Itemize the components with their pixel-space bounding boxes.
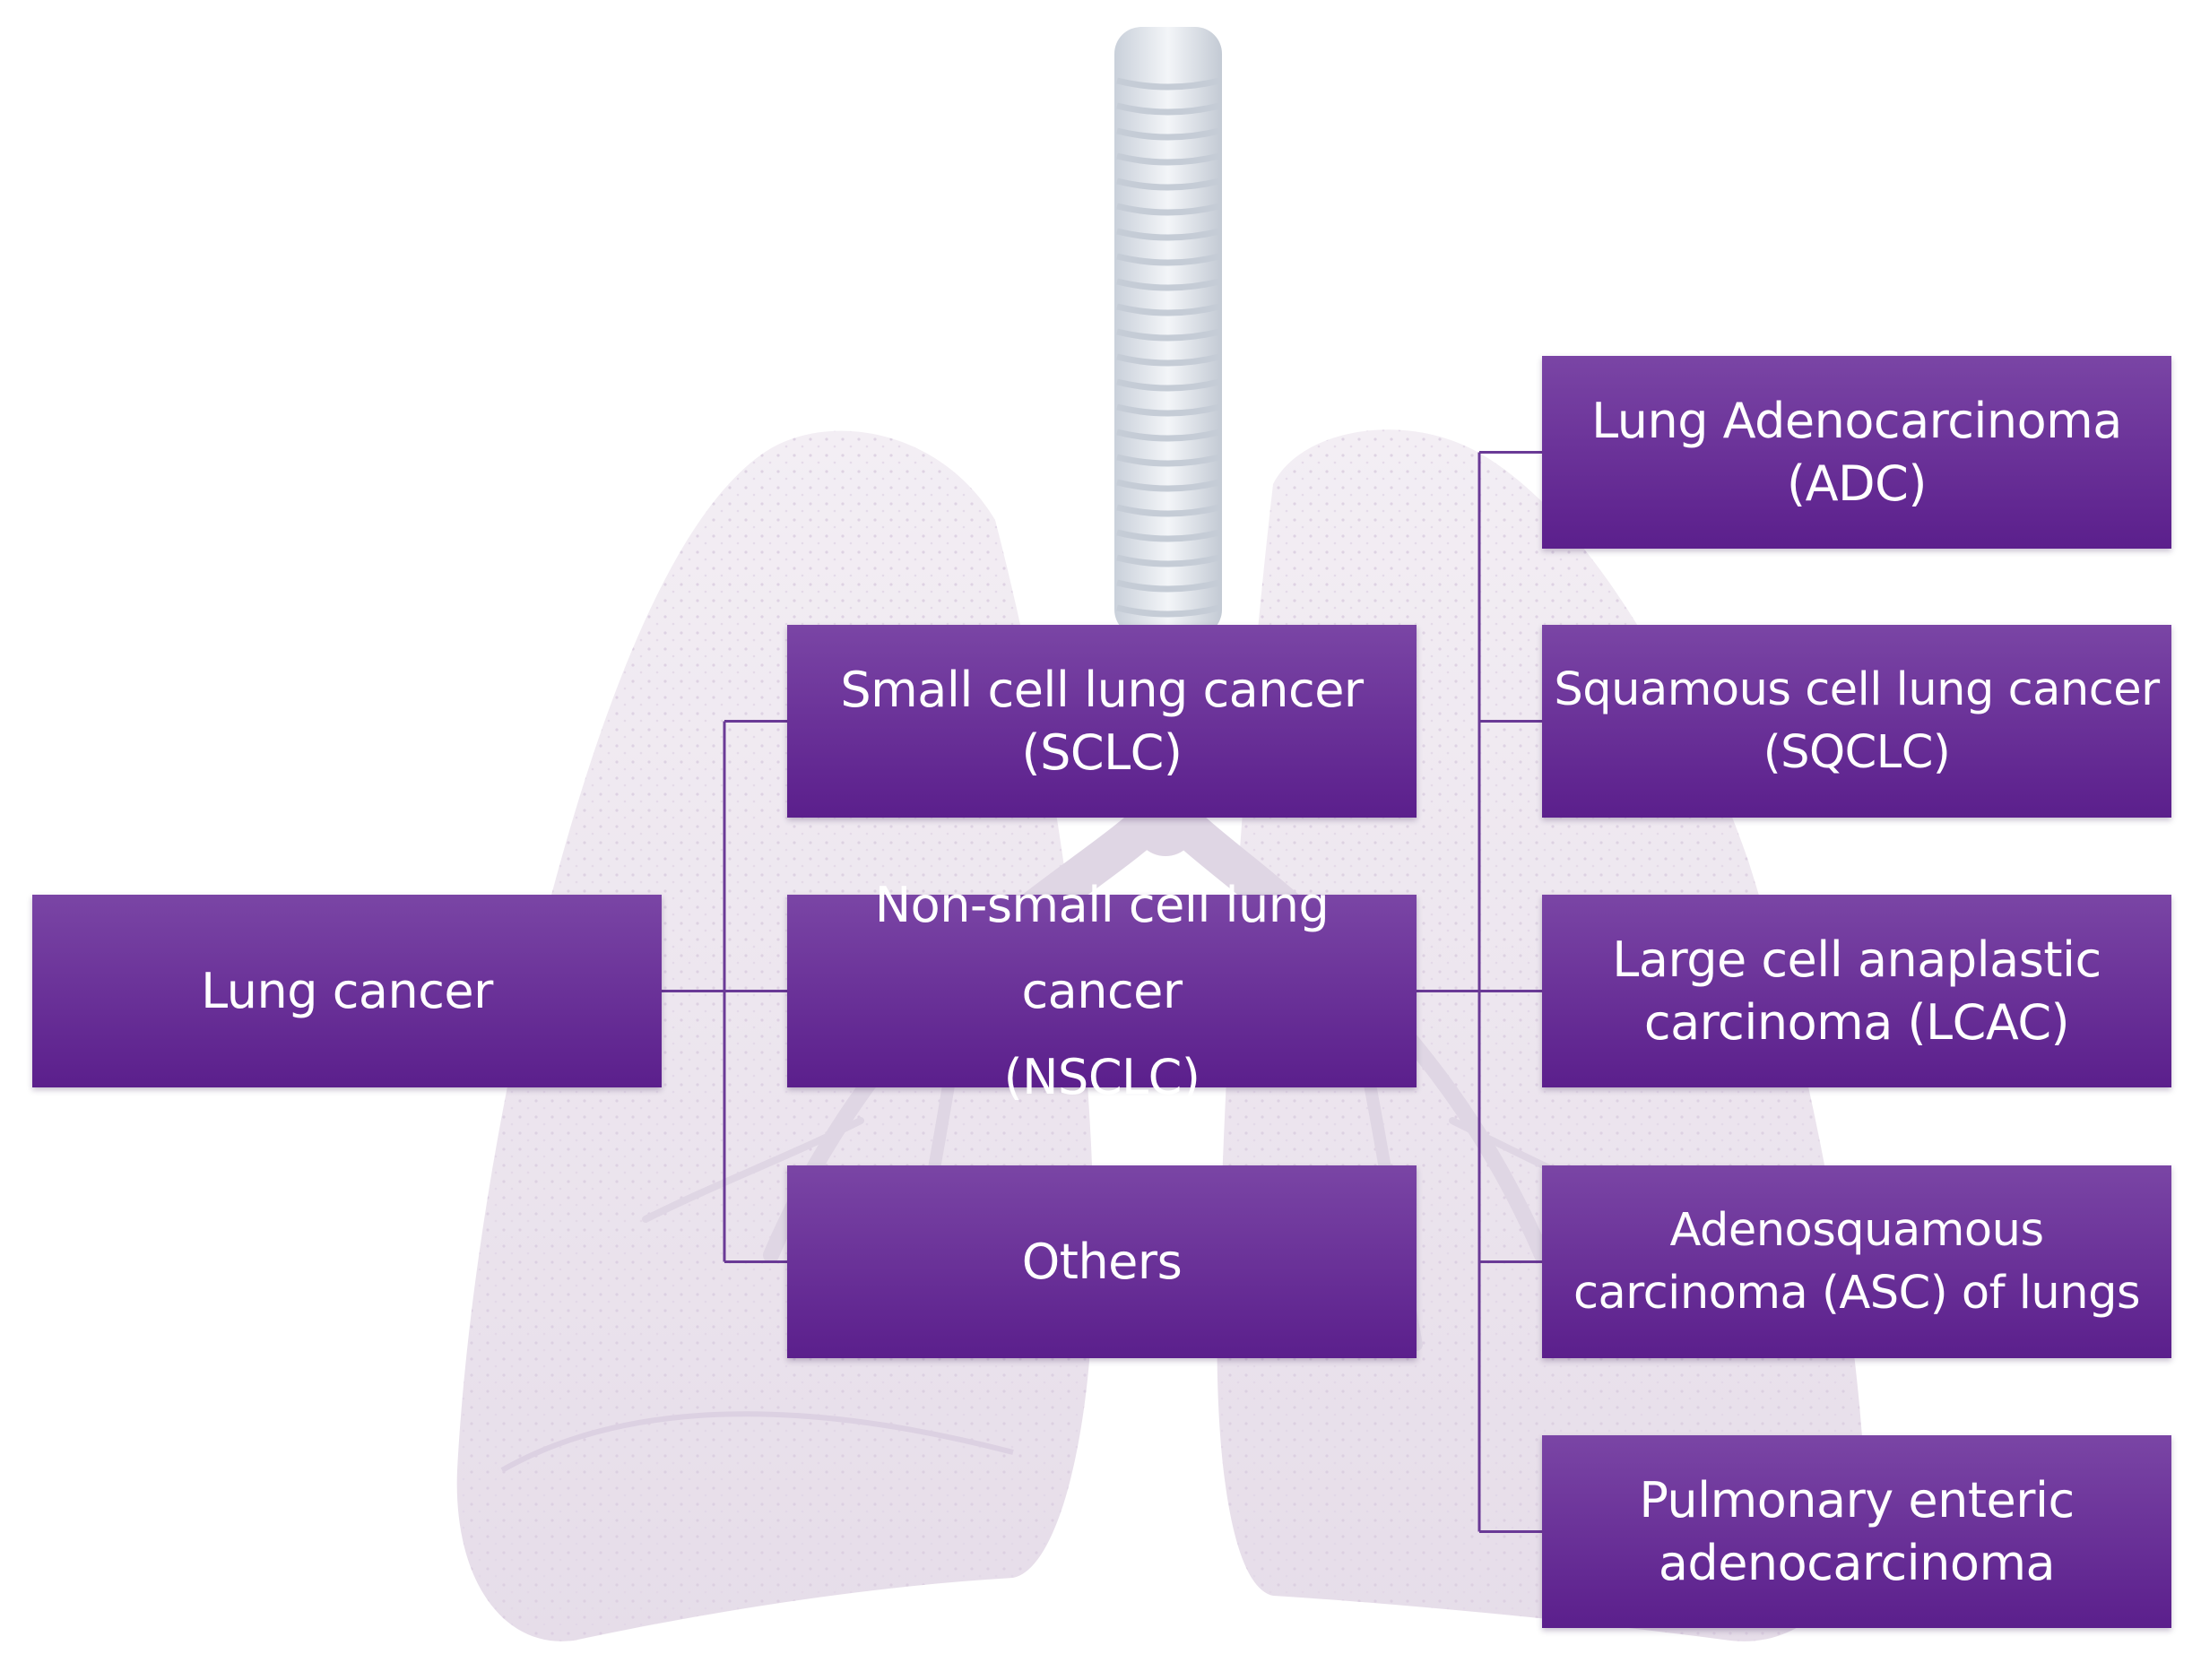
node-asc: Adenosquamous carcinoma (ASC) of lungs <box>1542 1165 2171 1358</box>
node-sqclc: Squamous cell lung cancer (SQCLC) <box>1542 625 2171 818</box>
node-pulmonary-enteric: Pulmonary enteric adenocarcinoma <box>1542 1435 2171 1628</box>
trachea-shape <box>1114 27 1222 636</box>
node-adc-label: Lung Adenocarcinoma (ADC) <box>1591 392 2122 512</box>
node-lung-cancer-label: Lung cancer <box>201 962 493 1019</box>
node-others-label: Others <box>1021 1233 1183 1290</box>
node-sclc-label: Small cell lung cancer (SCLC) <box>840 661 1364 781</box>
node-lcac-label: Large cell anaplastic carcinoma (LCAC) <box>1612 931 2101 1051</box>
node-lung-cancer: Lung cancer <box>32 895 662 1087</box>
node-sclc: Small cell lung cancer (SCLC) <box>787 625 1417 818</box>
node-pulmonary-enteric-label: Pulmonary enteric adenocarcinoma <box>1639 1471 2075 1591</box>
node-nsclc: Non-small cell lung cancer (NSCLC) <box>787 877 1417 1105</box>
node-others: Others <box>787 1165 1417 1358</box>
node-nsclc-label: Non-small cell lung cancer (NSCLC) <box>874 876 1330 1105</box>
node-asc-label: Adenosquamous carcinoma (ASC) of lungs <box>1573 1203 2141 1320</box>
node-adc: Lung Adenocarcinoma (ADC) <box>1542 356 2171 549</box>
node-lcac: Large cell anaplastic carcinoma (LCAC) <box>1542 895 2171 1087</box>
node-sqclc-label: Squamous cell lung cancer (SQCLC) <box>1554 662 2160 779</box>
